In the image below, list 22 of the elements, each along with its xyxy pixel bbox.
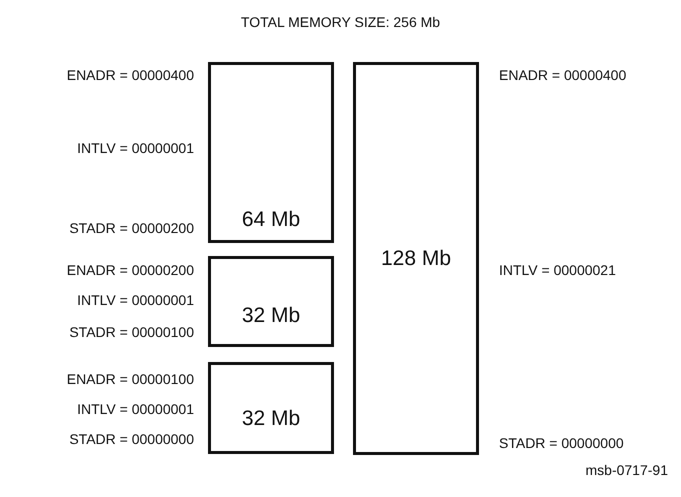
address-register-label: INTLV = 00000001 bbox=[77, 401, 194, 417]
address-register-label: INTLV = 00000021 bbox=[499, 262, 616, 278]
address-register-label: STADR = 00000200 bbox=[69, 220, 194, 236]
address-register-label: INTLV = 00000001 bbox=[77, 292, 194, 308]
memory-block bbox=[208, 362, 334, 454]
address-register-label: ENADR = 00000400 bbox=[499, 67, 626, 83]
block-size-label: 32 Mb bbox=[242, 407, 300, 431]
address-register-label: ENADR = 00000100 bbox=[66, 371, 194, 387]
diagram-title: TOTAL MEMORY SIZE: 256 Mb bbox=[240, 14, 442, 30]
memory-block bbox=[208, 256, 334, 347]
figure-id: msb-0717-91 bbox=[586, 462, 668, 478]
block-size-label: 32 Mb bbox=[242, 304, 300, 328]
address-register-label: INTLV = 00000001 bbox=[77, 140, 194, 156]
block-size-label: 128 Mb bbox=[380, 246, 452, 270]
address-register-label: ENADR = 00000200 bbox=[66, 262, 194, 278]
memory-block bbox=[353, 62, 479, 455]
address-register-label: ENADR = 00000400 bbox=[66, 67, 194, 83]
address-register-label: STADR = 00000000 bbox=[499, 435, 624, 451]
address-register-label: STADR = 00000000 bbox=[69, 431, 194, 447]
memory-block bbox=[208, 62, 334, 243]
address-register-label: STADR = 00000100 bbox=[69, 324, 194, 340]
block-size-label: 64 Mb bbox=[242, 208, 300, 232]
